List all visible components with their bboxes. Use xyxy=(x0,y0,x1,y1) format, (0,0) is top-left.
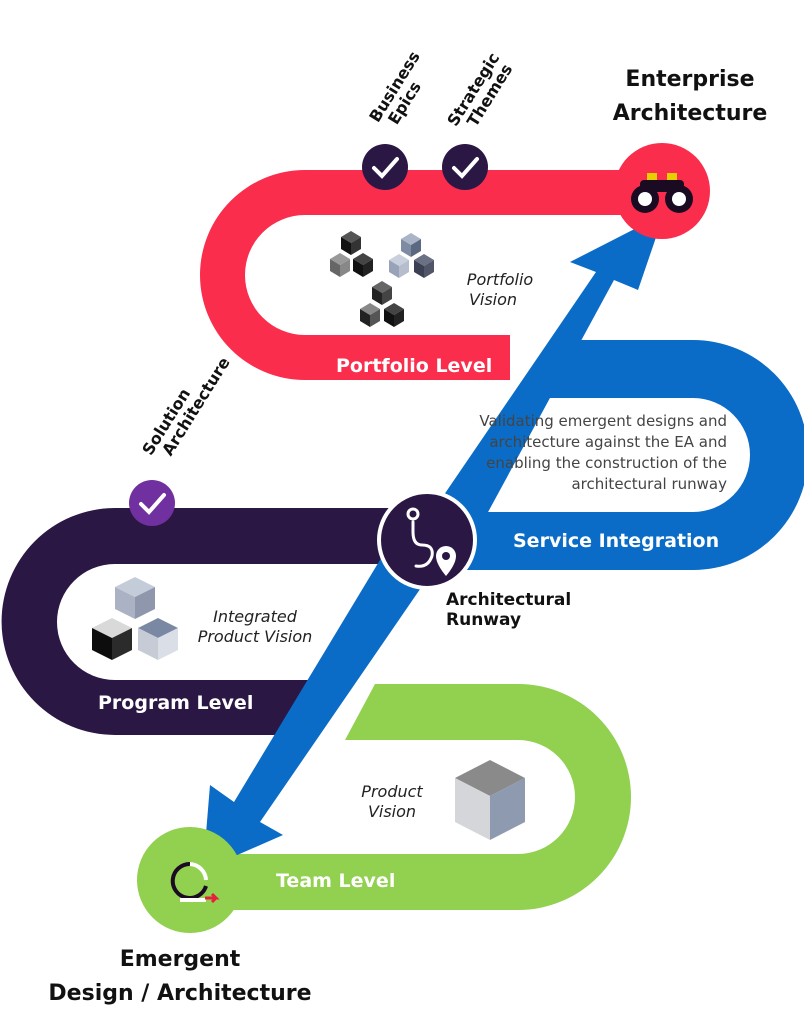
team-level-label: Team Level xyxy=(276,870,396,892)
product-vision-line-2: Vision xyxy=(367,802,417,821)
portfolio-cubes-icon xyxy=(330,231,434,327)
service-integration-label: Service Integration xyxy=(513,530,720,552)
check-badge-strategic-themes xyxy=(442,144,488,190)
architectural-runway-label: Architectural Runway xyxy=(446,590,571,630)
integrated-product-vision-label: Integrated Product Vision xyxy=(185,607,325,647)
check-badge-solution-architecture xyxy=(129,480,175,526)
emergent-node xyxy=(137,827,243,933)
runway-node xyxy=(377,490,477,590)
runway-arrow-lower xyxy=(203,540,438,870)
product-vision-label: Product Vision xyxy=(352,782,432,822)
portfolio-vision-line-1: Portfolio xyxy=(466,270,534,289)
runway-line-2: Runway xyxy=(446,610,522,630)
cycle-arrow-icon xyxy=(170,861,220,904)
portfolio-vision-line-2: Vision xyxy=(468,290,518,309)
emergent-line-2: Design / Architecture xyxy=(48,981,312,1006)
route-pin-icon xyxy=(406,507,434,568)
route-pin-marker xyxy=(436,546,456,576)
integrated-line-1: Integrated xyxy=(213,607,297,626)
runway-line-1: Architectural xyxy=(446,590,572,610)
product-vision-line-1: Product xyxy=(361,782,423,801)
enterprise-line-2: Architecture xyxy=(612,101,768,126)
program-level-label: Program Level xyxy=(98,692,254,714)
enterprise-architecture-title: Enterprise Architecture xyxy=(600,63,780,131)
integrated-line-2: Product Vision xyxy=(197,627,313,646)
runway-arrow-upper xyxy=(420,214,664,549)
team-cube-icon xyxy=(455,760,525,840)
portfolio-vision-label: Portfolio Vision xyxy=(450,270,550,310)
enterprise-line-1: Enterprise xyxy=(625,67,755,92)
emergent-design-title: Emergent Design / Architecture xyxy=(40,943,320,1011)
binoculars-icon xyxy=(631,173,693,213)
emergent-line-1: Emergent xyxy=(119,947,241,972)
program-cubes-icon xyxy=(92,577,178,660)
portfolio-level-label: Portfolio Level xyxy=(336,355,493,377)
check-badge-business-epics xyxy=(362,144,408,190)
validating-description: Validating emergent designs and architec… xyxy=(479,412,727,493)
